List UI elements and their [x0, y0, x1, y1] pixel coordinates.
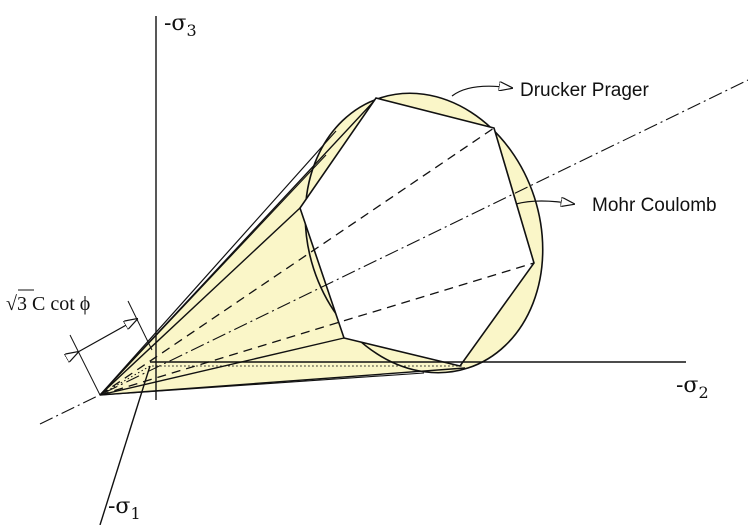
- hydrostatic-axis: [39, 79, 748, 425]
- callouts: Drucker Prager Mohr Coulomb: [451, 80, 717, 216]
- sigma3-axis-label: -σ3: [164, 11, 197, 40]
- mohr-coulomb-arrow: [515, 201, 574, 204]
- sigma2-axis-label: -σ2: [676, 373, 709, 402]
- apex-distance-root: √: [6, 293, 17, 315]
- coordinate-axes: [99, 16, 686, 525]
- apex-distance-label: 3 C cot ϕ: [17, 293, 90, 315]
- drucker-prager-label: Drucker Prager: [520, 80, 649, 101]
- mohr-coulomb-label: Mohr Coulomb: [592, 195, 717, 216]
- svg-text:√3 C cot ϕ: √3 C cot ϕ: [6, 293, 90, 315]
- sigma1-axis-label: -σ1: [108, 494, 141, 523]
- apex-distance-dimension: √3 C cot ϕ: [6, 289, 153, 396]
- sigma1-axis-line: [99, 365, 151, 525]
- mohr-coulomb-pyramid: [99, 97, 535, 396]
- drucker-prager-arrow: [451, 86, 512, 97]
